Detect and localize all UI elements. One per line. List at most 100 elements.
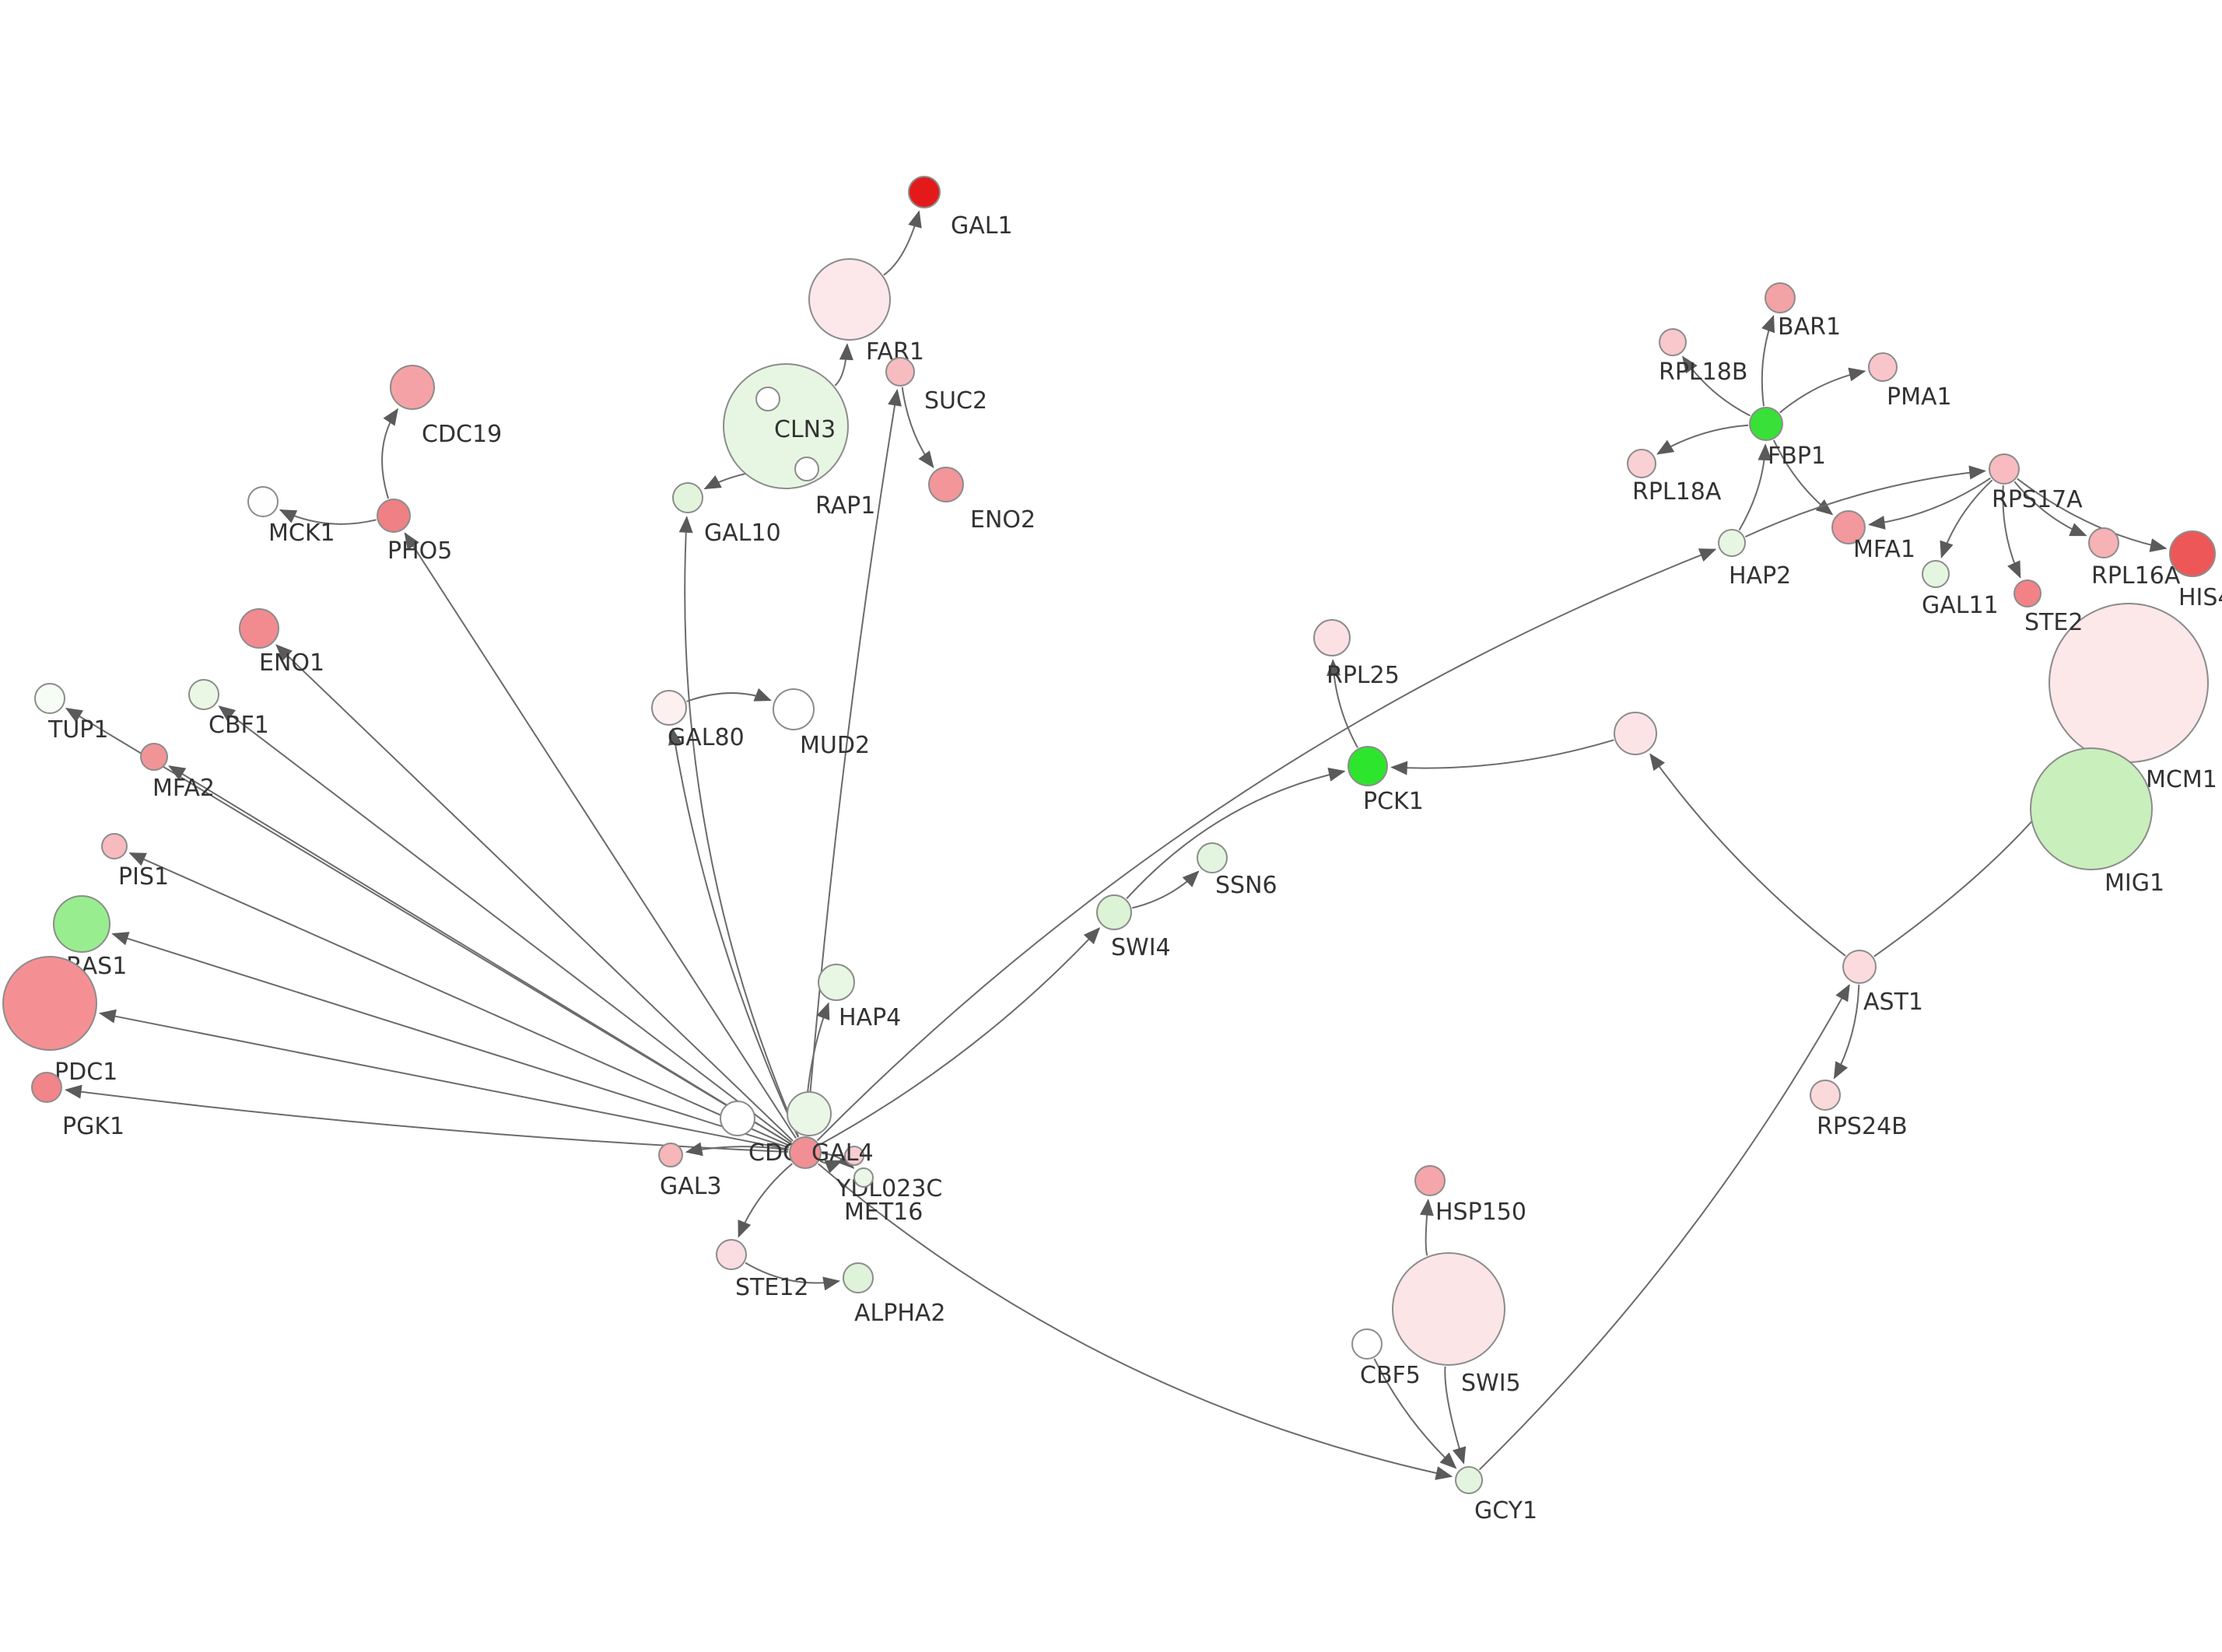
edge-GCY1-AST1[interactable] (1478, 984, 1850, 1471)
node-GAL1[interactable] (908, 176, 941, 208)
edge-PHO5-MCK1[interactable] (279, 509, 377, 525)
node-AST1[interactable] (1842, 950, 1877, 984)
edge-GAL4-PHO5[interactable] (404, 532, 797, 1139)
node-GAL80[interactable] (651, 690, 687, 726)
edge-GAL4-ENO1[interactable] (275, 644, 794, 1142)
node-FBP1[interactable] (1749, 407, 1783, 441)
node-MFA1[interactable] (1831, 510, 1866, 544)
edge-GAL4-SWI4[interactable] (819, 927, 1101, 1146)
node-UNL2[interactable] (787, 1091, 832, 1136)
node-GAL4[interactable] (789, 1136, 822, 1169)
node-HIS4[interactable] (2169, 530, 2216, 577)
edge-UNL3-PCK1[interactable] (1390, 739, 1614, 775)
node-HAP4[interactable] (818, 964, 855, 1001)
node-MFA2[interactable] (140, 743, 168, 771)
node-HSP150[interactable] (1414, 1165, 1446, 1196)
edge-SWI4-SSN6[interactable] (1132, 870, 1200, 909)
edge-PHO5-CDC19[interactable] (381, 408, 399, 499)
node-RPL18B[interactable] (1659, 328, 1687, 356)
edge-PCK1-RPL25[interactable] (1327, 659, 1358, 748)
node-RPL16A[interactable] (2088, 527, 2119, 558)
edge-HAP2-FBP1[interactable] (1738, 443, 1772, 531)
edge-GAL4-YDL023C[interactable] (819, 1160, 843, 1174)
edge-SWI5-HSP150[interactable] (1419, 1199, 1434, 1256)
edge-AST1-UNL3[interactable] (1649, 753, 1846, 957)
node-UNL1[interactable] (755, 387, 780, 411)
node-PIS1[interactable] (101, 833, 128, 859)
edge-AST1-RPS24B[interactable] (1833, 984, 1860, 1080)
node-PMA1[interactable] (1868, 352, 1898, 382)
edge-GAL4-SUC2[interactable] (805, 388, 902, 1136)
node-RPS24B[interactable] (1810, 1080, 1841, 1111)
node-PGK1[interactable] (31, 1072, 62, 1103)
node-CBF5[interactable] (1351, 1328, 1383, 1360)
node-RPL25[interactable] (1313, 619, 1351, 656)
node-SUC2[interactable] (885, 357, 915, 387)
node-TUP1[interactable] (34, 683, 65, 714)
node-MUD2[interactable] (773, 688, 815, 730)
edge-FAR1-GAL1[interactable] (883, 210, 922, 276)
node-SSN6[interactable] (1197, 842, 1228, 873)
node-GAL3[interactable] (658, 1143, 683, 1167)
node-PDC1[interactable] (2, 956, 97, 1051)
edge-GAL4-GAL10[interactable] (678, 516, 800, 1138)
edge-SUC2-ENO2[interactable] (901, 387, 934, 468)
edge-SWI4-PCK1[interactable] (1126, 768, 1346, 899)
node-ALPHA2[interactable] (843, 1262, 874, 1293)
edge-GAL4-HAP2[interactable] (816, 548, 1717, 1142)
node-STE2[interactable] (2013, 579, 2042, 607)
node-SWI5[interactable] (1392, 1252, 1505, 1366)
node-CDC6[interactable] (720, 1101, 755, 1136)
edge-RPS17A-STE2[interactable] (2002, 485, 2021, 579)
node-GAL10[interactable] (672, 482, 703, 513)
edge-FBP1-BAR1[interactable] (1761, 314, 1775, 407)
edge-GAL4-GAL3[interactable] (685, 1142, 789, 1157)
edge-GAL80-MUD2[interactable] (686, 688, 772, 702)
edge-GAL4-GCY1[interactable] (818, 1163, 1453, 1480)
node-CBF1[interactable] (188, 679, 219, 710)
node-RPL18A[interactable] (1627, 449, 1656, 478)
node-MCM1[interactable] (2049, 603, 2209, 763)
node-RPS17A[interactable] (1989, 453, 2020, 485)
edge-GAL4-GAL80[interactable] (668, 727, 799, 1138)
edge-STE12-ALPHA2[interactable] (745, 1262, 841, 1291)
node-STE12[interactable] (716, 1239, 747, 1270)
edge-FBP1-RPL18A[interactable] (1656, 424, 1749, 455)
node-UNL3[interactable] (1614, 712, 1657, 755)
node-ENO2[interactable] (928, 467, 964, 502)
edge-GAL4-PDC1[interactable] (98, 1009, 789, 1150)
edge-RPS17A-RPL16A[interactable] (2013, 481, 2087, 537)
node-CDC19[interactable] (390, 365, 435, 410)
node-PHO5[interactable] (377, 499, 411, 533)
edge-GAL4-PIS1[interactable] (128, 852, 790, 1147)
node-RAS1[interactable] (53, 895, 110, 953)
edge-CLN3-FAR1[interactable] (834, 343, 853, 387)
edge-GAL4-PGK1[interactable] (65, 1084, 789, 1153)
node-GCY1[interactable] (1455, 1466, 1483, 1494)
edge-GAL4-STE12[interactable] (738, 1163, 793, 1238)
edge-RPS17A-HIS4[interactable] (2017, 478, 2168, 552)
edge-SWI5-GCY1[interactable] (1444, 1366, 1467, 1465)
node-HAP2[interactable] (1718, 529, 1746, 557)
node-MET16[interactable] (853, 1167, 874, 1188)
edge-FBP1-RPL18B[interactable] (1682, 355, 1751, 417)
edge-GAL4-MFA2[interactable] (168, 765, 791, 1145)
node-YDL023C[interactable] (844, 1146, 864, 1166)
node-BAR1[interactable] (1765, 282, 1796, 313)
edge-GAL4-CBF1[interactable] (218, 705, 793, 1143)
edge-RPS17A-MFA1[interactable] (1868, 477, 1992, 530)
node-RAP1[interactable] (794, 457, 819, 481)
node-PCK1[interactable] (1348, 746, 1388, 786)
edge-RPS17A-GAL11[interactable] (1940, 479, 1993, 559)
edge-GAL4-RAS1[interactable] (111, 932, 790, 1149)
node-FAR1[interactable] (808, 258, 891, 341)
node-MIG1[interactable] (2030, 747, 2153, 870)
edge-FBP1-PMA1[interactable] (1779, 367, 1866, 414)
edge-GAL4-MET16[interactable] (822, 1152, 855, 1169)
edge-FBP1-MFA1[interactable] (1772, 439, 1834, 516)
edge-HAP2-RPS17A[interactable] (1744, 465, 1986, 538)
node-CLN3[interactable] (723, 363, 849, 489)
node-SWI4[interactable] (1096, 894, 1132, 930)
node-ENO1[interactable] (239, 608, 279, 649)
